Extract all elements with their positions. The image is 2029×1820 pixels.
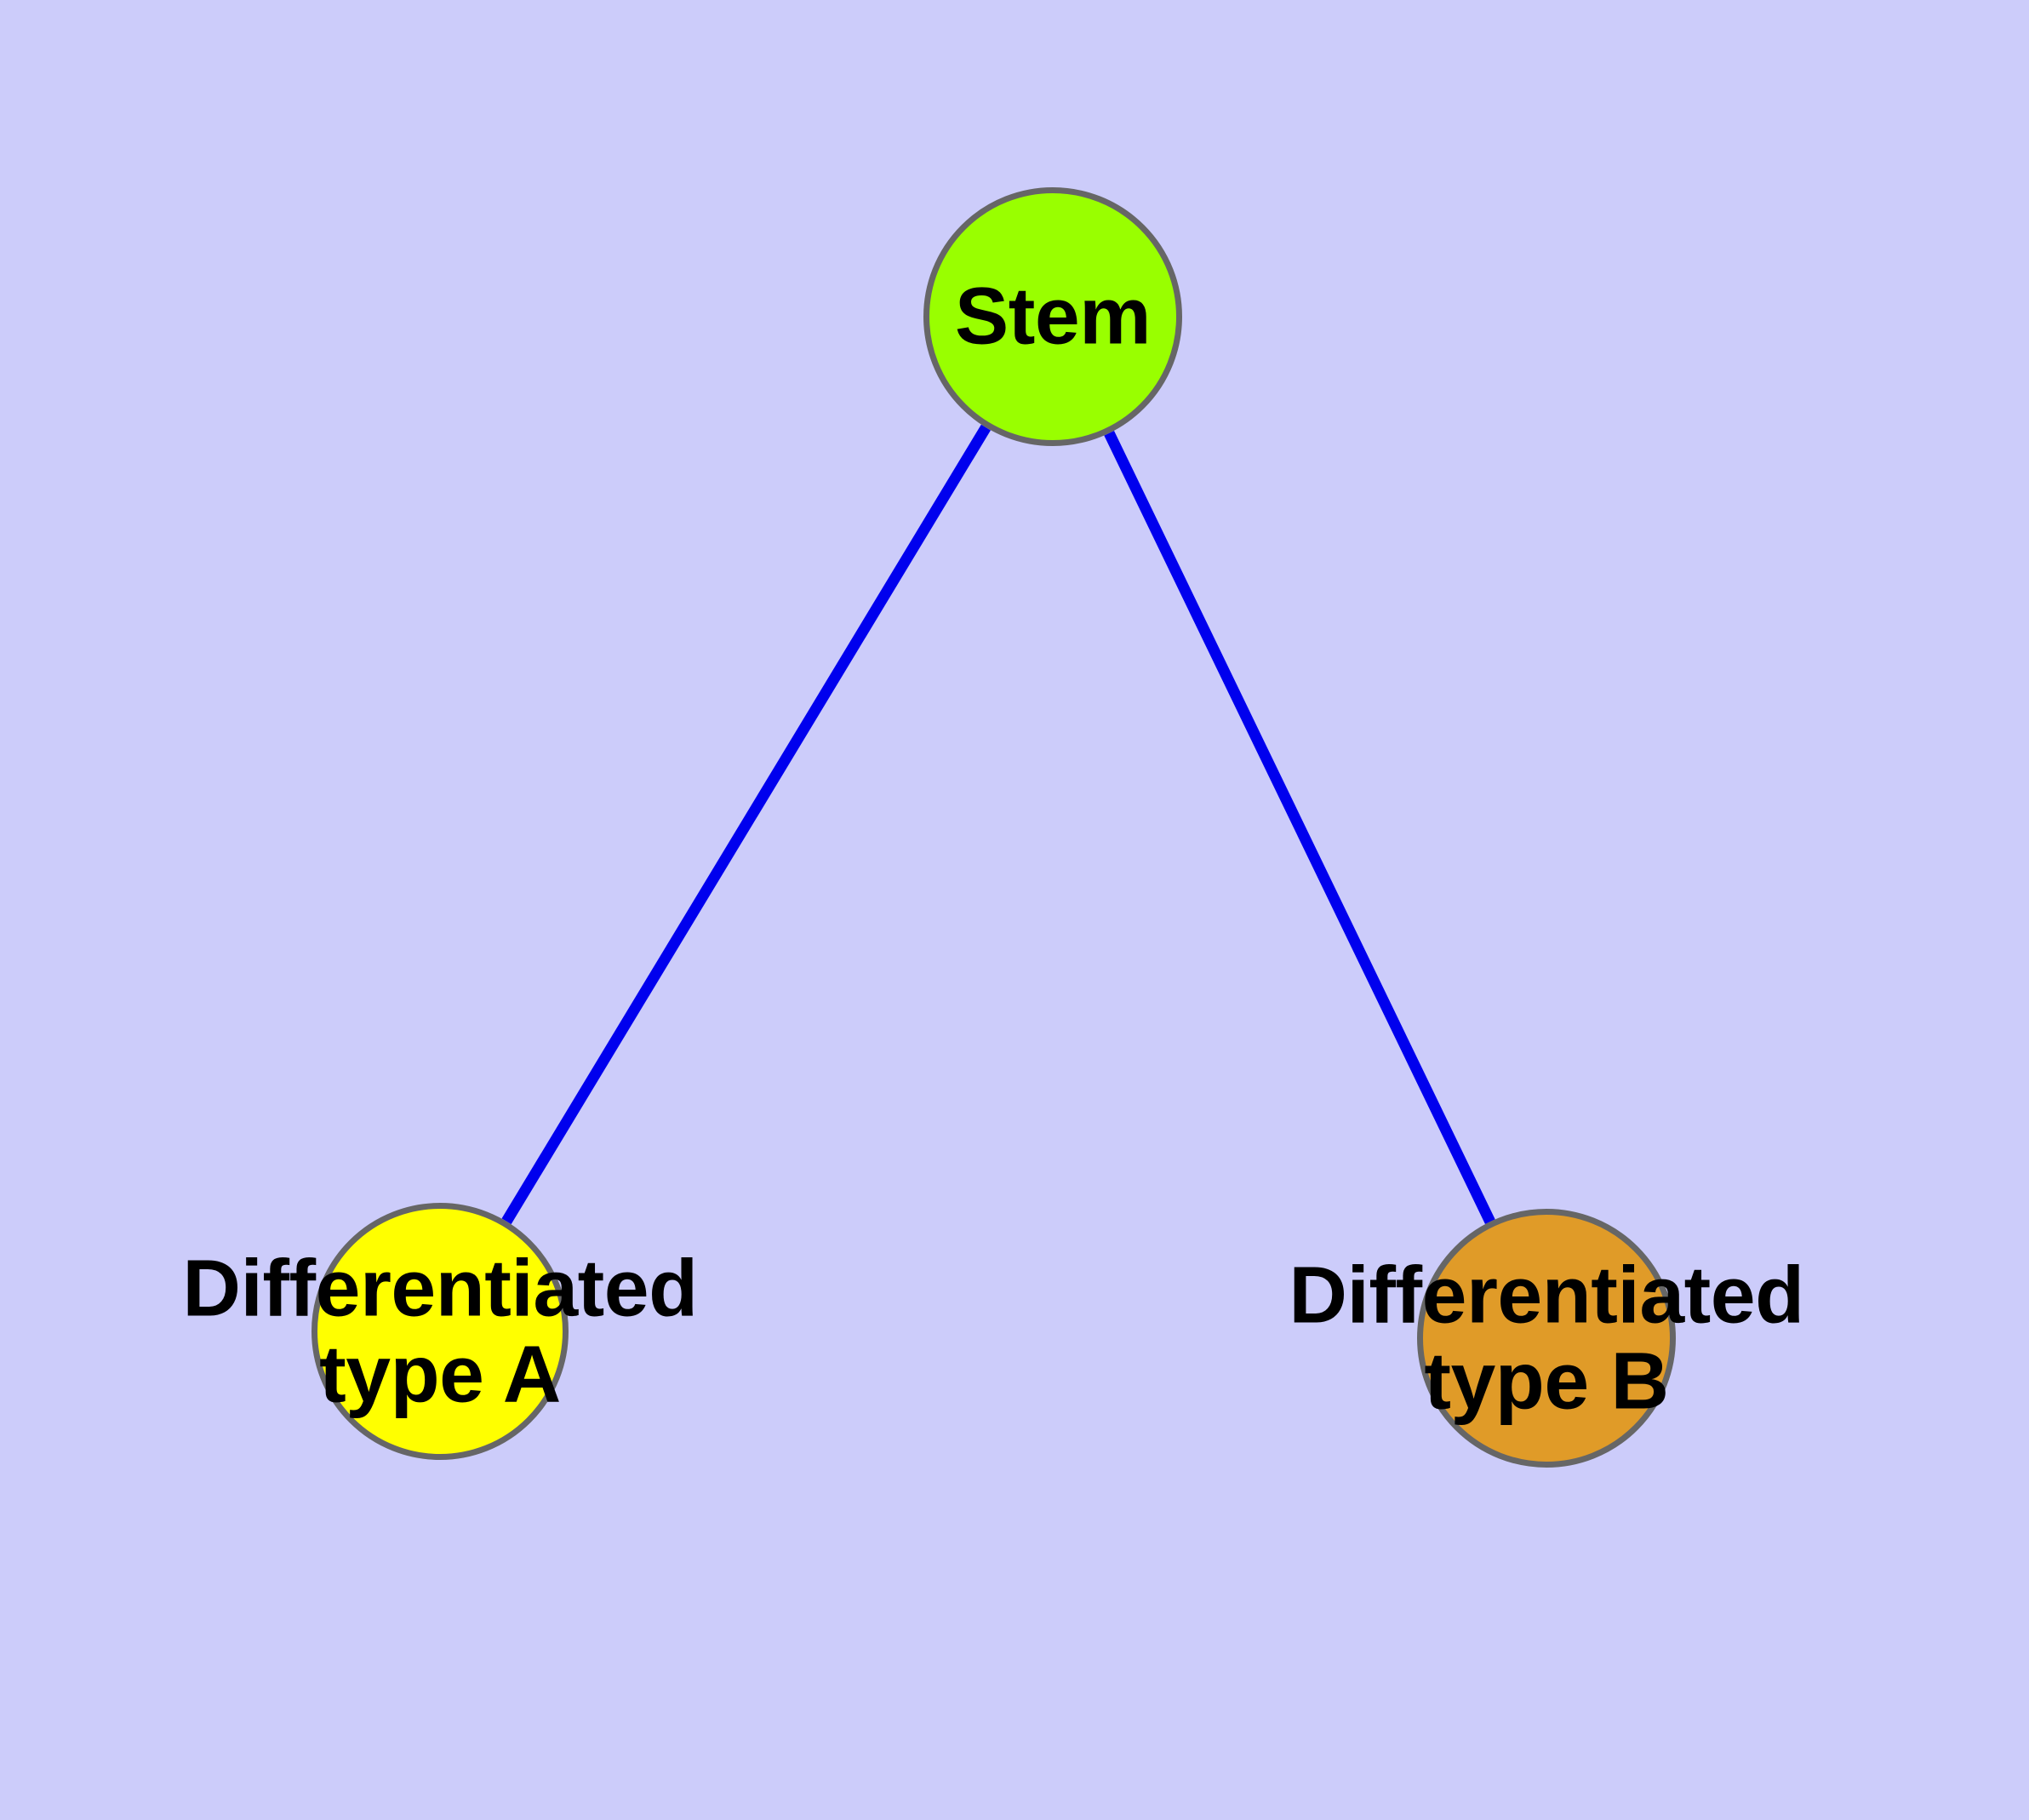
edge-stem-diff-b[interactable] [1104, 431, 1495, 1224]
node-diff-b[interactable] [1417, 1209, 1676, 1468]
edge-layer [501, 424, 1495, 1225]
node-layer [311, 187, 1676, 1468]
edge-stem-diff-a[interactable] [501, 424, 991, 1225]
node-diff-a[interactable] [311, 1203, 569, 1460]
node-stem[interactable] [923, 187, 1182, 446]
